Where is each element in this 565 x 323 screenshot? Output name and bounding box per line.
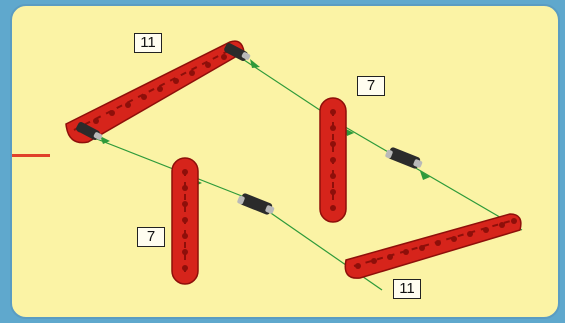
- beam-right-7: [319, 97, 347, 223]
- guide-line-right-lower: [346, 127, 523, 231]
- instruction-panel: 11 7 7 11: [10, 4, 560, 319]
- pin-middle-right: [385, 147, 423, 169]
- arrow-icon: [100, 136, 110, 144]
- pin-middle-left: [237, 193, 275, 215]
- guide-line-left-upper: [83, 133, 253, 201]
- pin-top-left: [76, 122, 103, 140]
- part-count-label-top: 11: [134, 33, 162, 53]
- step-marker-bar: [12, 154, 50, 157]
- part-count-label-bottom: 11: [393, 279, 421, 299]
- part-count-label-left: 7: [137, 227, 165, 247]
- beam-top-11: [65, 40, 245, 144]
- beam-bottom-11: [344, 213, 522, 279]
- beam-left-7: [171, 157, 199, 285]
- arrow-icon: [420, 171, 430, 180]
- arrow-icon: [250, 59, 260, 68]
- pin-top-right: [224, 43, 251, 61]
- assembly-diagram: [65, 40, 523, 291]
- part-count-label-right: 7: [357, 76, 385, 96]
